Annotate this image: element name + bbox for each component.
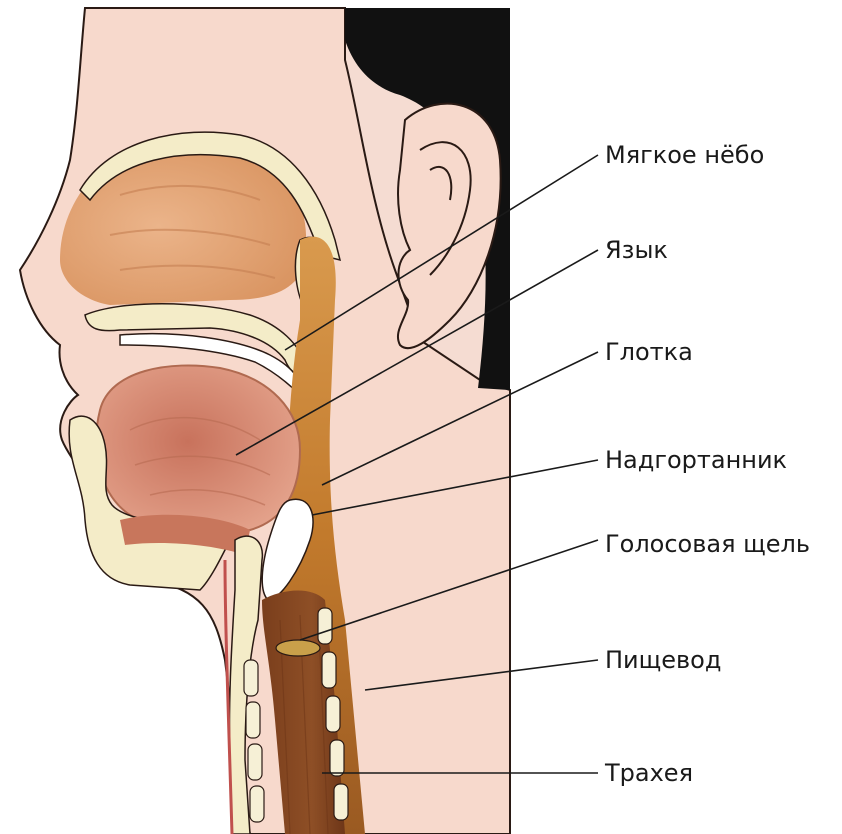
label-glottis: Голосовая щель [605,530,810,558]
label-soft-palate: Мягкое нёбо [605,141,764,169]
glottis-shape [276,640,320,656]
label-esophagus: Пищевод [605,646,721,674]
tongue-shape [96,365,300,535]
label-tongue: Язык [605,236,668,264]
label-trachea: Трахея [604,759,693,787]
label-pharynx: Глотка [605,338,693,366]
label-epiglottis: Надгортанник [605,446,787,474]
